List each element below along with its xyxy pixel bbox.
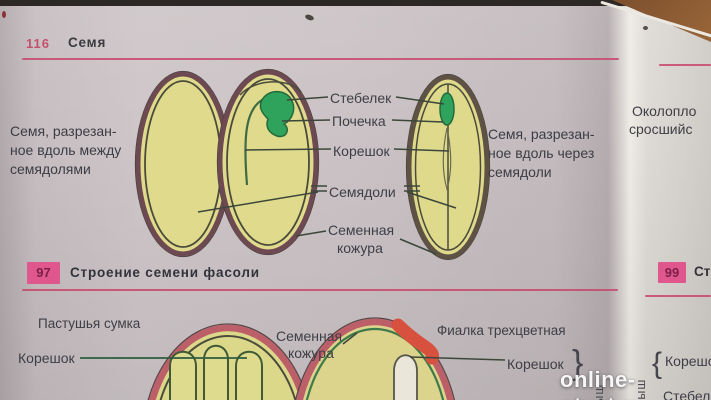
right-page-label-root: Корешок [665, 353, 711, 369]
leader-lines-top [197, 96, 457, 255]
cotyledon-arc [239, 81, 302, 96]
figure-caption-rule [22, 289, 618, 291]
caption-line: Семя, разрезан- [10, 123, 117, 139]
right-page-text-2: сросшийс [629, 121, 693, 137]
bean-seed-half-left [134, 70, 232, 258]
right-page-text-1: Околопло [632, 103, 697, 119]
figure-99-badge: 99 [658, 262, 686, 283]
bean-seed-half-right [216, 68, 320, 256]
label-root-right: Корешок [507, 356, 564, 372]
caption-line: ное вдоль между [10, 142, 122, 158]
heading-rule [22, 58, 619, 60]
right-page-label-stem: Стебел [663, 388, 711, 400]
leader-lines-bottom [80, 332, 506, 361]
label-stem: Стебелек [330, 90, 392, 106]
label-bud: Почечка [332, 113, 386, 129]
left-seed-caption: Семя, разрезан- ное вдоль между семядоля… [10, 122, 121, 179]
label-seed-coat-bottom-1: Семенная [276, 328, 343, 344]
embryo-brace-right-page: { [652, 347, 663, 380]
embryo-root-shape [393, 354, 418, 400]
embryo-bud-shape [439, 92, 455, 126]
figure-97-title: Строение семени фасоли [70, 265, 260, 280]
folded-embryo-lobes [169, 344, 263, 400]
right-page-caption-rule [645, 295, 711, 297]
elaiosome-red-appendage [391, 318, 439, 365]
embryo-brace-left-page: } [572, 344, 584, 382]
label-shepherds-purse: Пастушья сумка [38, 316, 141, 331]
label-seed-coat-bottom-2: кожура [288, 345, 334, 361]
caption-line: семядоли [488, 164, 552, 180]
bean-seed-whole [405, 73, 491, 261]
label-seed-coat-1: Семенная [328, 222, 395, 238]
site-watermark: online-otvet.ru [560, 367, 644, 400]
pansy-seed [294, 317, 456, 400]
embryo-root-outline [442, 127, 452, 192]
label-pansy: Фиалка трехцветная [437, 323, 566, 338]
shepherds-purse-seed [147, 323, 309, 400]
embryo-bud-shape [259, 90, 295, 138]
label-root-left: Корешок [18, 350, 75, 366]
caption-line: ное вдоль через [488, 145, 595, 161]
figure-99-title-start: Ст [694, 264, 711, 279]
right-page-heading-rule [659, 64, 711, 66]
photo-speck [2, 11, 6, 18]
label-root: Корешок [333, 143, 390, 159]
page-number: 116 [26, 36, 50, 51]
caption-line: семядолями [10, 161, 91, 177]
caption-line: Семя, разрезан- [488, 126, 595, 142]
label-cotyledons: Семядоли [329, 184, 396, 200]
photo-speck [643, 26, 648, 30]
figure-97-badge: 97 [27, 262, 60, 284]
right-seed-caption: Семя, разрезан- ное вдоль через семядоли [488, 125, 595, 182]
running-head: Семя [68, 35, 107, 50]
label-seed-coat-2: кожура [337, 240, 383, 256]
